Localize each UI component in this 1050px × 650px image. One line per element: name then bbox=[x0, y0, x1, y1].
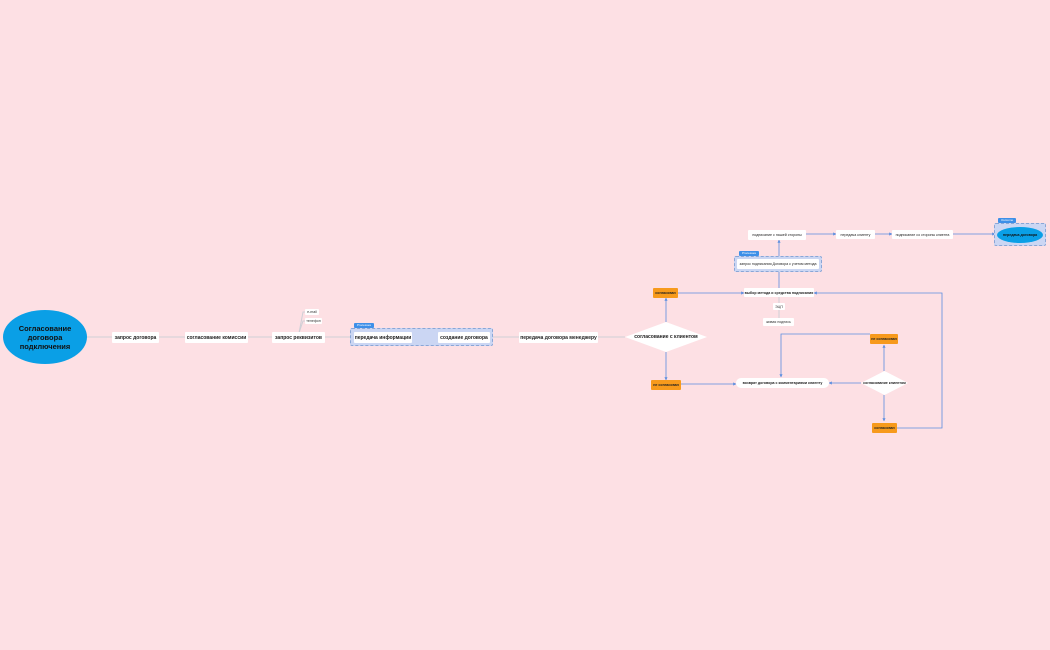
node-details-email[interactable]: e-mail bbox=[305, 309, 319, 315]
process-group-1-tag-label: Processes bbox=[357, 323, 372, 327]
process-group-2-tag-label: Processes bbox=[742, 251, 757, 255]
node-sign-our-side-label: подписание с нашей стороны bbox=[752, 233, 802, 237]
node-request-contract-label: запрос договора bbox=[114, 334, 157, 341]
node-contract-transfer[interactable]: передача договора bbox=[997, 227, 1043, 243]
node-request-details[interactable]: запрос реквизитов bbox=[272, 332, 325, 343]
node-method-eds[interactable]: ЭЦП bbox=[773, 303, 785, 310]
node-contract-transfer-label: передача договора bbox=[1002, 233, 1038, 237]
status-agreed-bottom-right[interactable]: согласован bbox=[872, 423, 897, 433]
node-transfer-to-client[interactable]: передача клиенту bbox=[836, 230, 875, 239]
node-details-phone-label: телефон bbox=[306, 319, 321, 323]
root-topic[interactable]: Согласование договора подключения bbox=[3, 310, 87, 364]
status-agreed-top-label: согласован bbox=[655, 291, 676, 295]
node-method-choice[interactable]: выбор метода и средства подписания bbox=[744, 288, 814, 297]
node-method-wet-signature[interactable]: живая подпись bbox=[763, 318, 794, 326]
node-return-contract-label: возврат договора с комментариями клиенту bbox=[742, 381, 823, 385]
node-sign-our-side[interactable]: подписание с нашей стороны bbox=[748, 230, 806, 240]
root-topic-label: Согласование договора подключения bbox=[18, 323, 72, 351]
outcome-group-tag: Outcome bbox=[998, 218, 1017, 223]
node-sign-client-side[interactable]: подписание со стороны клиента bbox=[892, 230, 953, 239]
decision-client-approval-shape bbox=[625, 322, 707, 352]
node-method-eds-label: ЭЦП bbox=[775, 304, 783, 309]
decision-client-approval-2[interactable]: согласование клиентом bbox=[861, 371, 908, 395]
node-request-details-label: запрос реквизитов bbox=[275, 334, 322, 341]
node-signing-request[interactable]: запрос подписания Договора с учетом мето… bbox=[737, 259, 819, 269]
node-info-transfer-label: передача информации bbox=[354, 334, 412, 341]
process-group-2-tag: Processes bbox=[739, 251, 760, 256]
decision-client-approval[interactable]: согласование с клиентом bbox=[625, 322, 707, 352]
node-signing-request-label: запрос подписания Договора с учетом мето… bbox=[739, 262, 817, 266]
node-commission-approval[interactable]: согласование комиссии bbox=[185, 332, 248, 343]
node-info-transfer[interactable]: передача информации bbox=[354, 332, 412, 343]
status-not-agreed-bottom-label: не согласован bbox=[653, 383, 679, 387]
decision-client-approval-2-shape bbox=[861, 371, 908, 395]
node-sign-client-side-label: подписание со стороны клиента bbox=[895, 232, 950, 237]
node-details-phone[interactable]: телефон bbox=[305, 318, 322, 324]
node-method-wet-signature-label: живая подпись bbox=[766, 320, 791, 324]
process-group-1-tag: Processes bbox=[354, 323, 375, 328]
node-commission-approval-label: согласование комиссии bbox=[186, 334, 247, 341]
node-return-contract[interactable]: возврат договора с комментариями клиенту bbox=[736, 378, 829, 388]
status-not-agreed-right-label: не согласован bbox=[871, 337, 897, 341]
decision-client-approval-2-label: согласование клиентом bbox=[863, 381, 906, 385]
node-details-email-label: e-mail bbox=[307, 310, 317, 314]
outcome-group-tag-label: Outcome bbox=[1001, 218, 1014, 222]
status-not-agreed-right[interactable]: не согласован bbox=[870, 334, 898, 344]
status-agreed-bottom-right-label: согласован bbox=[874, 426, 895, 430]
node-contract-creation[interactable]: создание договора bbox=[438, 332, 490, 343]
status-agreed-top[interactable]: согласован bbox=[653, 288, 678, 298]
status-not-agreed-bottom[interactable]: не согласован bbox=[651, 380, 681, 390]
decision-client-approval-label: согласование с клиентом bbox=[634, 334, 698, 340]
node-method-choice-label: выбор метода и средства подписания bbox=[744, 290, 814, 295]
node-request-contract[interactable]: запрос договора bbox=[112, 332, 159, 343]
node-contract-creation-label: создание договора bbox=[440, 334, 488, 341]
node-manager-transfer[interactable]: передача договора менеджеру bbox=[519, 332, 598, 343]
node-transfer-to-client-label: передача клиенту bbox=[840, 232, 871, 237]
node-manager-transfer-label: передача договора менеджеру bbox=[520, 334, 597, 341]
